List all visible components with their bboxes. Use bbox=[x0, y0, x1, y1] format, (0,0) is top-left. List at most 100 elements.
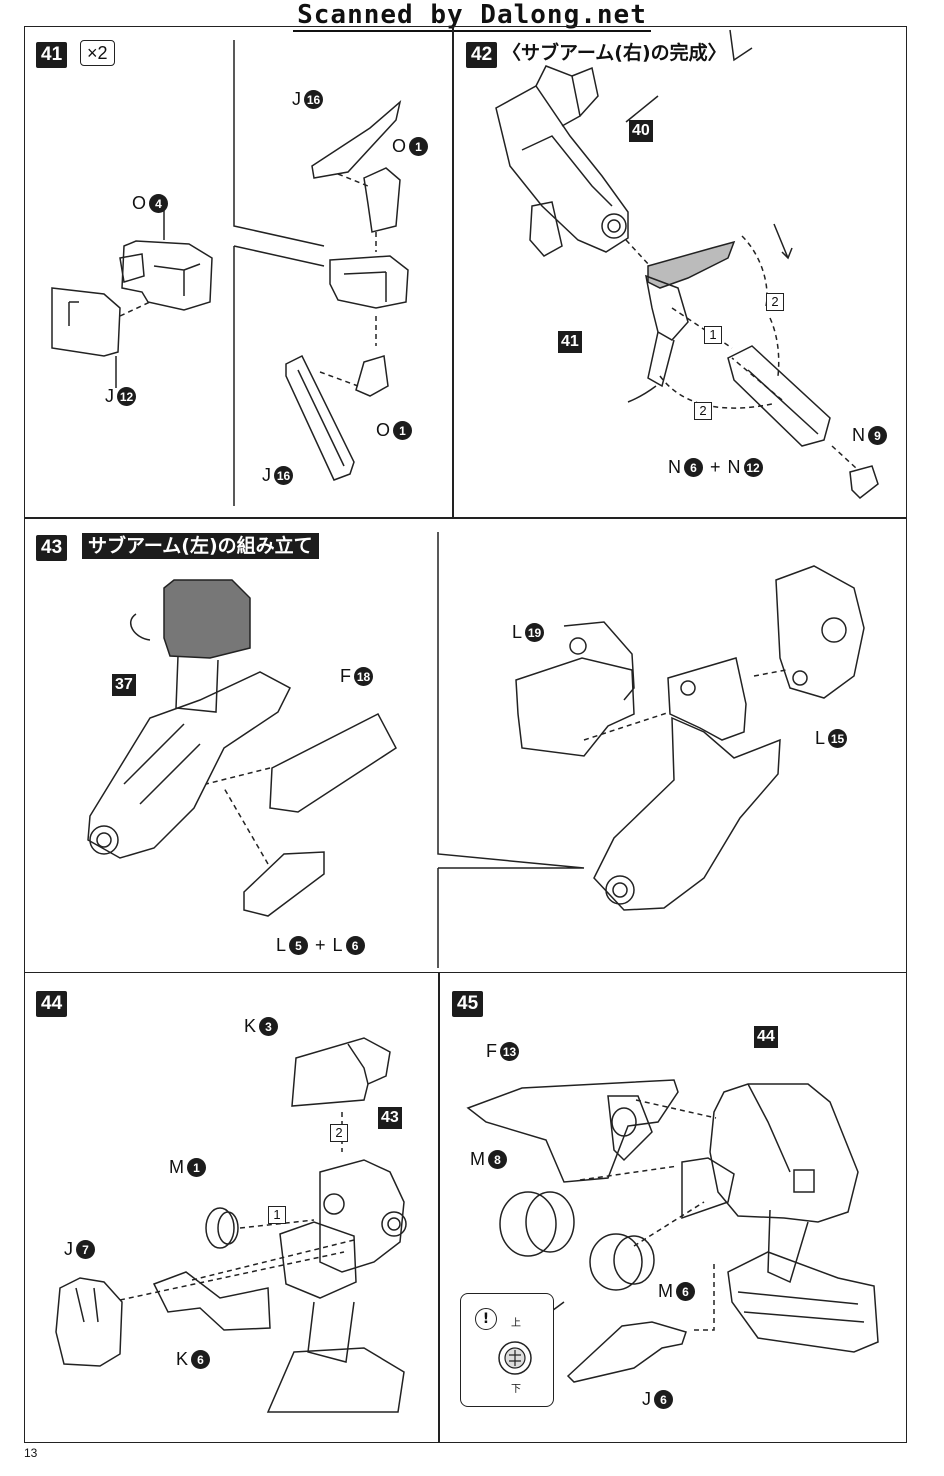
order-marker-1: 1 bbox=[704, 326, 722, 344]
step-ref-44: 44 bbox=[754, 1026, 778, 1048]
part-letter: J bbox=[292, 89, 301, 109]
step-42-number: 42 bbox=[466, 42, 498, 68]
step-ref-40: 40 bbox=[629, 120, 653, 142]
step-ref-43: 43 bbox=[378, 1107, 402, 1129]
step-44-panel bbox=[24, 972, 440, 1443]
order-marker-2-bottom: 2 bbox=[694, 402, 712, 420]
watermark-text: Scanned by Dalong.net bbox=[293, 0, 651, 32]
part-number: 6 bbox=[676, 1282, 695, 1301]
order-marker-2: 2 bbox=[330, 1124, 348, 1142]
part-letter: L bbox=[276, 935, 287, 955]
part-letter: K bbox=[244, 1016, 257, 1036]
part-letter: J bbox=[642, 1389, 651, 1409]
part-number: 1 bbox=[409, 137, 429, 156]
part-letter: J bbox=[64, 1239, 73, 1259]
part-number: 13 bbox=[500, 1042, 519, 1061]
part-letter: M bbox=[169, 1157, 184, 1177]
part-letter: L bbox=[332, 935, 343, 955]
warning-icon: ! bbox=[475, 1308, 497, 1330]
step-44-number: 44 bbox=[36, 991, 68, 1017]
step-45-drawing bbox=[466, 1079, 879, 1383]
step-41-panel bbox=[24, 26, 454, 518]
part-number: 12 bbox=[117, 387, 136, 406]
orientation-note-box: ! 上 下 bbox=[460, 1293, 554, 1407]
warning-mark: ! bbox=[482, 1311, 490, 1327]
orientation-marker-icon bbox=[498, 1341, 532, 1375]
part-number: 6 bbox=[345, 936, 365, 955]
step-41-number: 41 bbox=[36, 42, 68, 68]
page-number: 13 bbox=[24, 1446, 38, 1460]
step-42-drawing bbox=[495, 29, 879, 499]
part-letter: F bbox=[486, 1041, 497, 1061]
orientation-top-label: 上 bbox=[511, 1318, 521, 1329]
part-number: 7 bbox=[76, 1240, 95, 1259]
step-ref-37: 37 bbox=[112, 674, 136, 696]
step-42-title: 〈サブアーム(右)の完成〉 bbox=[502, 42, 727, 64]
step-ref-41: 41 bbox=[558, 331, 582, 353]
part-letter: K bbox=[176, 1349, 189, 1369]
part-letter: O bbox=[376, 420, 391, 440]
step-41-multiplier: ×2 bbox=[80, 40, 115, 66]
orientation-bottom-label: 下 bbox=[511, 1384, 521, 1395]
step-43-number: 43 bbox=[36, 535, 68, 561]
plus-sign: + bbox=[710, 457, 721, 477]
step-43-drawing bbox=[87, 532, 865, 968]
part-number: 12 bbox=[743, 458, 763, 477]
plus-sign: + bbox=[315, 935, 326, 955]
part-number: 3 bbox=[259, 1017, 279, 1036]
part-number: 18 bbox=[354, 667, 373, 686]
step-43-title: サブアーム(左)の組み立て bbox=[82, 533, 319, 559]
part-number: 9 bbox=[868, 426, 887, 445]
part-letter: M bbox=[658, 1281, 673, 1301]
part-letter: O bbox=[132, 193, 147, 213]
part-letter: N bbox=[852, 425, 865, 445]
part-letter: M bbox=[470, 1149, 485, 1169]
part-number: 1 bbox=[393, 421, 413, 440]
part-number: 6 bbox=[191, 1350, 211, 1369]
order-marker-1: 1 bbox=[268, 1206, 286, 1224]
part-number: 4 bbox=[149, 194, 169, 213]
part-number: 6 bbox=[654, 1390, 673, 1409]
part-number: 6 bbox=[684, 458, 703, 477]
part-number: 5 bbox=[289, 936, 309, 955]
watermark: Scanned by Dalong.net bbox=[0, 0, 944, 32]
part-number: 16 bbox=[274, 466, 293, 485]
part-letter: L bbox=[815, 728, 826, 748]
part-letter: N bbox=[668, 457, 681, 477]
part-number: 16 bbox=[304, 90, 323, 109]
part-letter: L bbox=[512, 622, 523, 642]
part-letter: J bbox=[262, 465, 271, 485]
step-42-panel bbox=[452, 26, 907, 518]
step-44-drawing bbox=[55, 1037, 407, 1413]
part-letter: O bbox=[392, 136, 407, 156]
order-marker-2-right: 2 bbox=[766, 293, 784, 311]
part-number: 8 bbox=[488, 1150, 507, 1169]
part-letter: J bbox=[105, 386, 114, 406]
step-45-number: 45 bbox=[452, 991, 484, 1017]
part-number: 1 bbox=[187, 1158, 206, 1177]
step-41-drawing bbox=[51, 40, 409, 506]
part-number: 19 bbox=[525, 623, 545, 642]
part-letter: N bbox=[727, 457, 741, 477]
step-45-panel bbox=[438, 972, 907, 1443]
